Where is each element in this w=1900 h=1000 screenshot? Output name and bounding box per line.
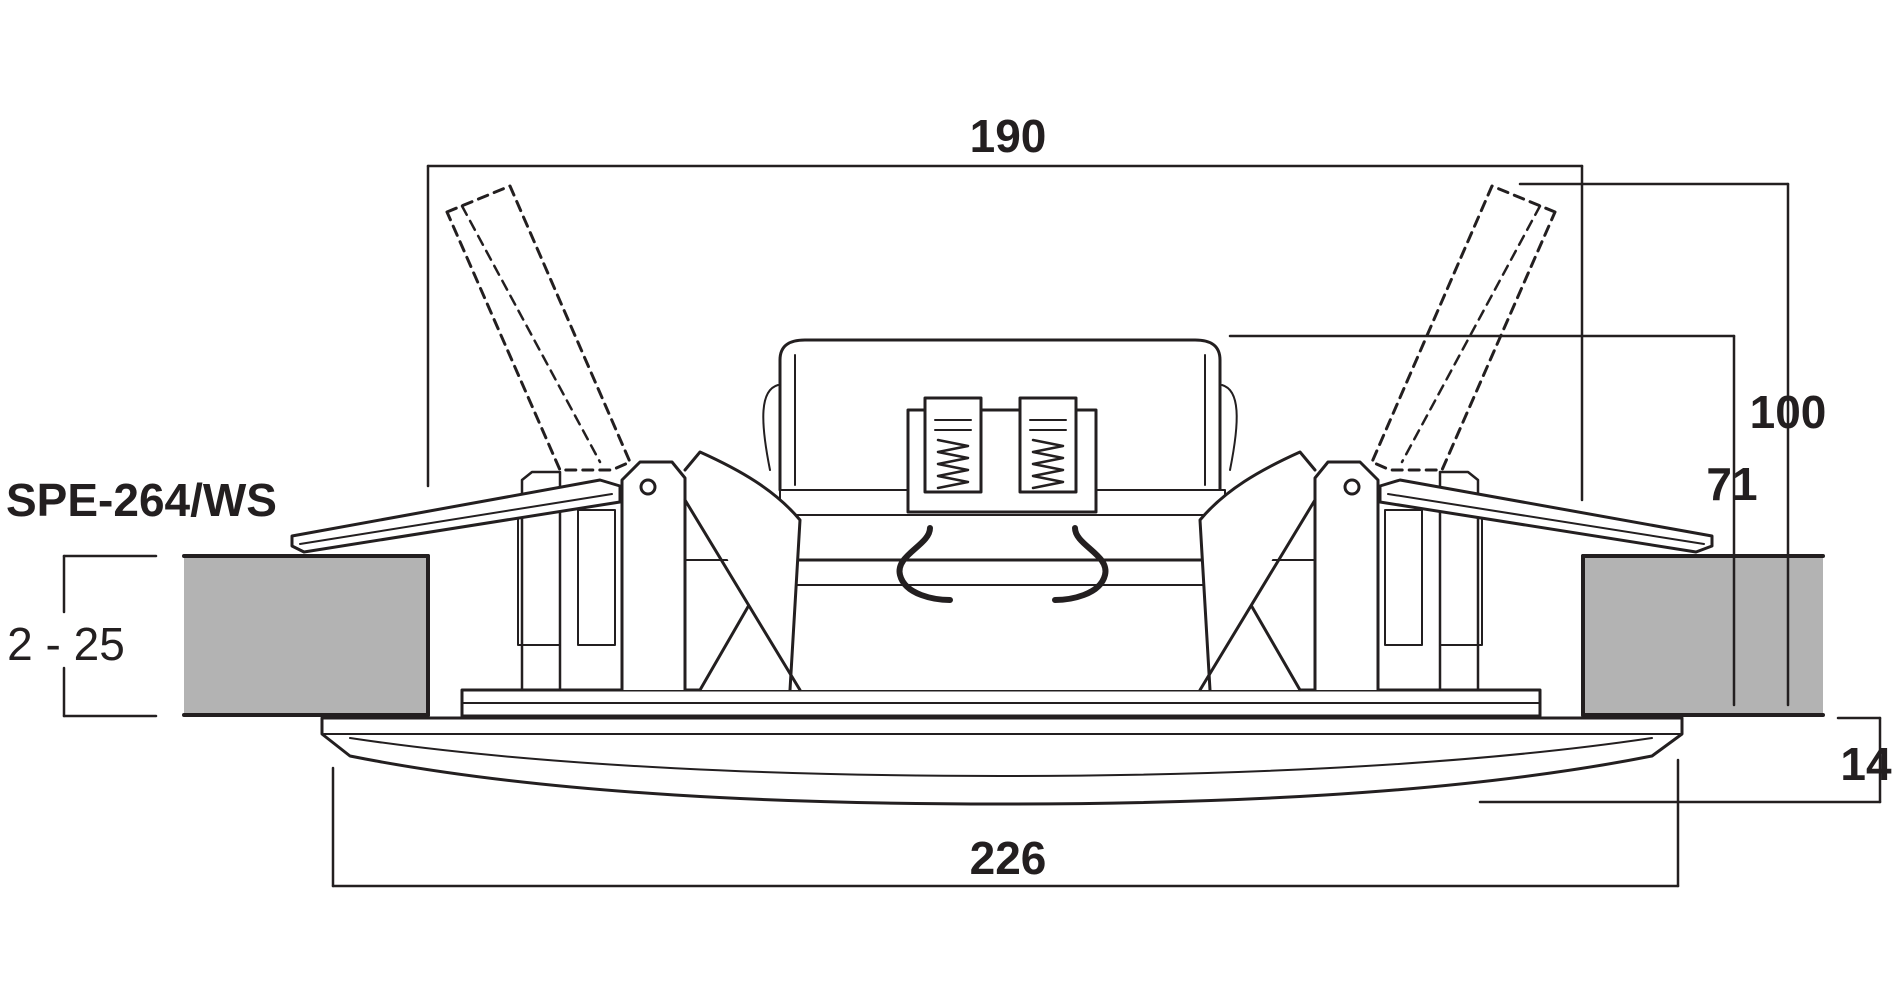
dimension-body-height	[1228, 334, 1736, 707]
dim-label-body-height: 71	[1706, 458, 1757, 510]
front-grille	[320, 716, 1684, 806]
bracket-right	[1198, 450, 1483, 692]
clamp-wing-left	[290, 478, 622, 554]
wire-right	[1052, 525, 1109, 603]
terminal-block	[906, 396, 1098, 514]
dim-label-wall-thickness: 2 - 25	[7, 618, 125, 670]
dim-label-bottom-width: 226	[970, 832, 1047, 884]
dimension-total-height	[1518, 182, 1790, 707]
dimension-wall-thickness	[62, 554, 158, 718]
dimension-top-width	[426, 164, 1584, 502]
dim-label-total-height: 100	[1750, 386, 1827, 438]
speaker-body	[290, 184, 1714, 806]
wire-left	[896, 525, 953, 603]
bracket-left	[517, 450, 802, 692]
ceiling-panel-right	[1581, 554, 1825, 717]
dimension-flange-height	[1478, 716, 1882, 804]
driver-cone	[698, 558, 1302, 692]
clamp-wing-right-raised	[1370, 184, 1557, 472]
dim-label-flange-height: 14	[1840, 738, 1892, 790]
ceiling-panel-left	[182, 554, 430, 717]
clamp-wing-left-raised	[445, 184, 632, 472]
dimension-bottom-width	[331, 758, 1680, 888]
clamp-wing-right	[1378, 478, 1714, 554]
dim-label-top-width: 190	[970, 110, 1047, 162]
model-name: SPE-264/WS	[6, 474, 277, 526]
